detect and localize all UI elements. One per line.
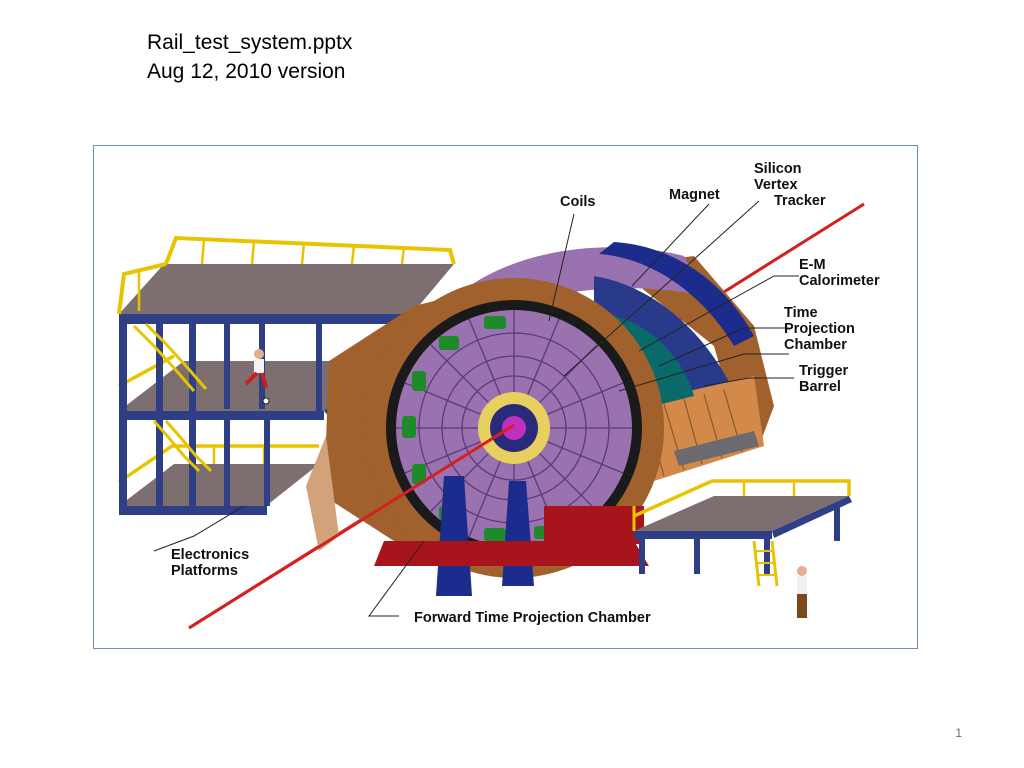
label-tpc-line3: Chamber	[784, 337, 847, 353]
label-coils: Coils	[560, 194, 595, 210]
end-cap	[364, 278, 664, 596]
label-trigger-line2: Barrel	[799, 379, 841, 395]
label-svt-line3: Tracker	[774, 193, 826, 209]
label-ftpc: Forward Time Projection Chamber	[414, 610, 651, 626]
label-svt-line1: Silicon	[754, 161, 802, 177]
page-number: 1	[955, 726, 962, 740]
label-magnet: Magnet	[669, 187, 720, 203]
title-line-version: Aug 12, 2010 version	[147, 60, 346, 83]
standing-person	[797, 566, 807, 618]
person-figure	[244, 349, 270, 405]
label-em-line2: Calorimeter	[799, 273, 880, 289]
detector-base	[374, 541, 649, 566]
label-electronics-line2: Platforms	[171, 563, 238, 579]
detector-illustration: Coils Magnet Silicon Vertex Tracker E-M …	[117, 161, 880, 630]
label-em-line1: E-M	[799, 257, 826, 273]
top-deck	[119, 264, 454, 314]
bottom-deck	[119, 464, 319, 506]
label-tpc-line2: Projection	[784, 321, 855, 337]
label-tpc-line1: Time	[784, 305, 818, 321]
top-deck-beam	[119, 314, 413, 324]
leader-lines	[153, 200, 799, 617]
label-svt-line2: Vertex	[754, 177, 798, 193]
detector-diagram: Coils Magnet Silicon Vertex Tracker E-M …	[93, 145, 918, 649]
slide-title: Rail_test_system.pptx Aug 12, 2010 versi…	[147, 28, 352, 86]
top-railing-side	[117, 262, 167, 315]
top-railing	[164, 235, 456, 265]
title-line-filename: Rail_test_system.pptx	[147, 31, 353, 54]
label-electronics-line1: Electronics	[171, 547, 249, 563]
label-trigger-line1: Trigger	[799, 363, 849, 379]
right-platform	[632, 431, 852, 618]
